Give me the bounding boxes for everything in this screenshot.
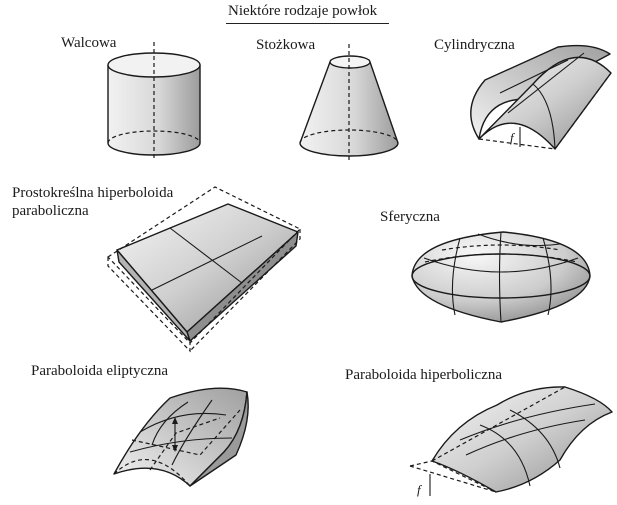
svg-text:f: f bbox=[510, 130, 516, 145]
label-cylindryczna: Cylindryczna bbox=[434, 37, 515, 53]
diagram-title: Niektóre rodzaje powłok bbox=[228, 3, 378, 19]
label-stozkowa: Stożkowa bbox=[256, 37, 316, 53]
label-hyperbolic-paraboloid: Prostokreślna hiperboloida paraboliczna bbox=[12, 185, 174, 219]
cone-shell-icon bbox=[299, 44, 399, 160]
title-underline bbox=[226, 23, 389, 24]
hyperbolic-paraboloid-icon bbox=[107, 186, 302, 353]
label-paraboloida-eliptyczna: Paraboloida eliptyczna bbox=[31, 363, 169, 379]
cylinder-shell-icon bbox=[107, 42, 201, 160]
svg-text:f: f bbox=[417, 482, 423, 497]
label-paraboloida-hiperboliczna: Paraboloida hiperboliczna bbox=[345, 367, 503, 383]
spherical-shell-icon bbox=[411, 231, 591, 323]
hyperbolic-paraboloid-shell-icon: f bbox=[409, 386, 613, 497]
label-walcowa: Walcowa bbox=[61, 35, 117, 51]
elliptic-paraboloid-icon bbox=[113, 387, 249, 487]
cylindrical-shell-icon: f bbox=[470, 44, 612, 150]
label-sferyczna: Sferyczna bbox=[380, 209, 440, 225]
